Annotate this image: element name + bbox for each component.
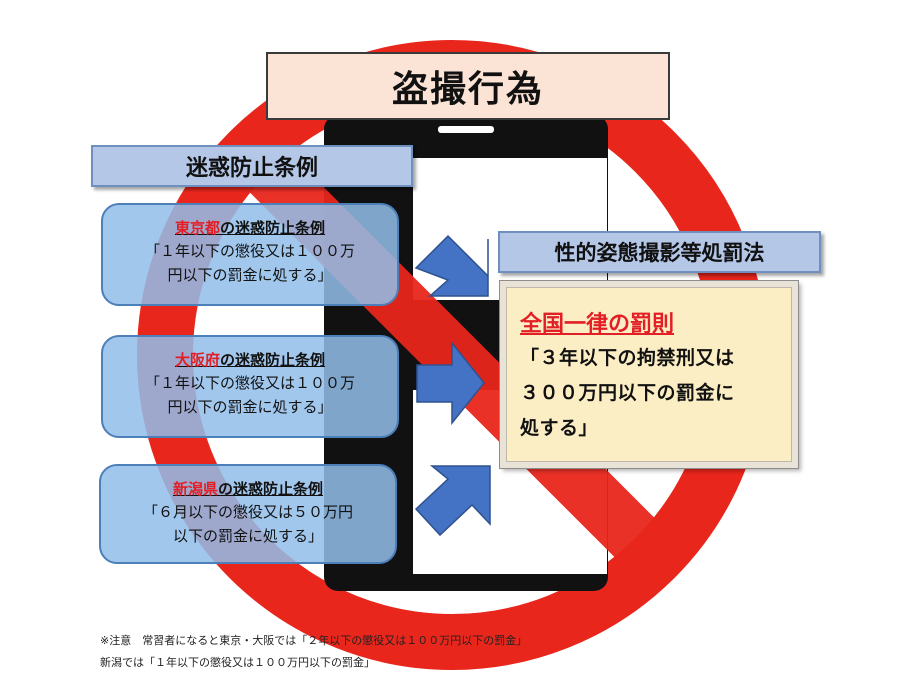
card-penalty-line: 「１年以下の懲役又は１００万 xyxy=(144,374,355,392)
arrow-right-icon xyxy=(414,234,489,297)
national-penalty-line: ３００万円以下の罰金に xyxy=(520,382,735,404)
ordinance-card-osaka: 大阪府の迷惑防止条例 「１年以下の懲役又は１００万 円以下の罰金に処する」 xyxy=(101,335,399,438)
national-law-header: 性的姿態撮影等処罰法 xyxy=(498,231,821,273)
card-city: 大阪府 xyxy=(174,351,220,369)
card-title: 新潟県の迷惑防止条例 xyxy=(101,478,395,500)
arrow-right-icon xyxy=(414,465,491,537)
ordinance-card-tokyo: 東京都の迷惑防止条例 「１年以下の懲役又は１００万 円以下の罰金に処する」 xyxy=(101,203,399,306)
national-penalty-heading: 全国一律の罰則 xyxy=(520,311,675,337)
card-penalty-line: 円以下の罰金に処する」 xyxy=(167,398,333,416)
card-penalty-line: 円以下の罰金に処する」 xyxy=(167,266,333,284)
national-penalty-line: 「３年以下の拘禁刑又は xyxy=(520,347,735,369)
footnote-line: ※注意 常習者になると東京・大阪では「２年以下の懲役又は１００万円以下の罰金」 xyxy=(100,634,528,647)
national-penalty-box: 全国一律の罰則 「３年以下の拘禁刑又は ３００万円以下の罰金に 処する」 xyxy=(499,280,799,469)
card-suffix: の迷惑防止条例 xyxy=(218,480,324,498)
arrow-right-icon xyxy=(416,340,485,426)
card-penalty-line: 以下の罰金に処する」 xyxy=(172,527,323,545)
card-title: 東京都の迷惑防止条例 xyxy=(103,217,397,239)
page-title: 盗撮行為 xyxy=(266,52,670,120)
card-city: 新潟県 xyxy=(172,480,218,498)
ordinance-card-niigata: 新潟県の迷惑防止条例 「６月以下の懲役又は５０万円 以下の罰金に処する」 xyxy=(99,464,397,564)
card-suffix: の迷惑防止条例 xyxy=(220,351,326,369)
card-penalty-line: 「６月以下の懲役又は５０万円 xyxy=(142,503,353,521)
national-penalty-line: 処する」 xyxy=(520,417,599,439)
card-title: 大阪府の迷惑防止条例 xyxy=(103,349,397,371)
card-city: 東京都 xyxy=(174,219,220,237)
footnote-line: 新潟では「１年以下の懲役又は１００万円以下の罰金」 xyxy=(100,656,375,669)
card-penalty-line: 「１年以下の懲役又は１００万 xyxy=(144,242,355,260)
card-suffix: の迷惑防止条例 xyxy=(220,219,326,237)
ordinance-header: 迷惑防止条例 xyxy=(91,145,413,187)
